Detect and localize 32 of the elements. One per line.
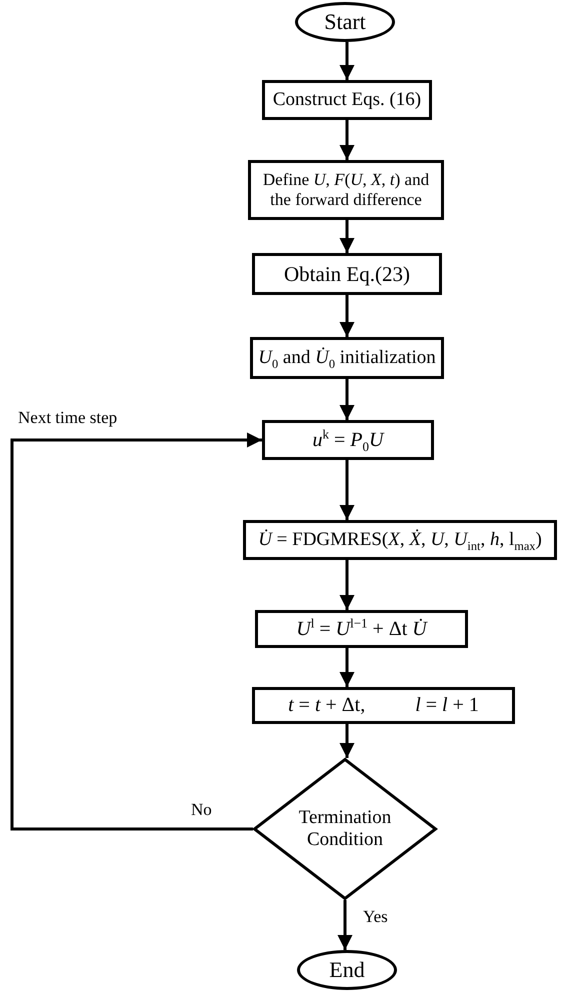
node-text: U$_{0}$ and U̇$_{0}$ initialization bbox=[258, 347, 436, 369]
node-text: Termination Condition bbox=[298, 807, 392, 851]
loop-note: Next time step bbox=[18, 408, 118, 428]
arrow bbox=[340, 648, 354, 687]
arrow bbox=[340, 120, 354, 160]
node-text: u$^{k}$ = P$_{0}$U bbox=[312, 428, 384, 452]
node-text: End bbox=[329, 957, 365, 983]
node-text: U$^{l}$ = U$^{l−1}$ + Δt U̇ bbox=[296, 618, 427, 640]
node-text: Construct Eqs. (16) bbox=[272, 89, 422, 111]
arrow bbox=[10, 432, 262, 830]
process-box bbox=[255, 610, 468, 648]
process-box bbox=[262, 420, 434, 460]
decision-diamond bbox=[253, 758, 437, 900]
node-text: t = t + Δt, l = l + 1 bbox=[288, 694, 479, 717]
arrow bbox=[340, 220, 354, 253]
arrow bbox=[340, 724, 354, 758]
node-text: Obtain Eq.(23) bbox=[284, 262, 410, 286]
arrow bbox=[340, 560, 354, 610]
node-text: U̇ = FDGMRES(X, Ẋ, U, U$_{int}$, h, l$_{max}$) bbox=[258, 529, 542, 551]
arrow bbox=[340, 295, 354, 337]
process-box bbox=[250, 337, 444, 379]
arrow bbox=[340, 460, 354, 520]
arrow bbox=[340, 42, 354, 80]
process-box bbox=[262, 80, 432, 120]
node-text: Start bbox=[324, 9, 366, 35]
arrow bbox=[340, 379, 354, 420]
process-box bbox=[243, 520, 557, 560]
process-box bbox=[252, 253, 442, 295]
node-text: Define U, F(U, X, t) and the forward difference bbox=[262, 170, 430, 210]
process-box bbox=[252, 687, 515, 724]
process-box bbox=[248, 160, 444, 220]
arrow bbox=[338, 900, 352, 950]
